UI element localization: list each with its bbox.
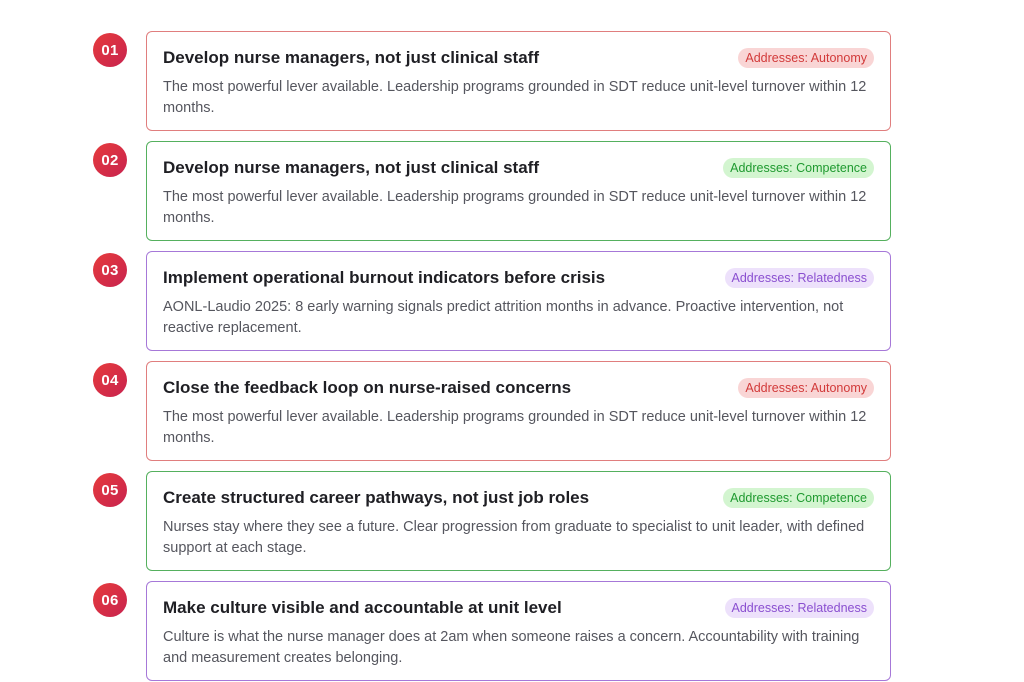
step-number-badge: 05 [93,473,127,507]
recommendation-card: Develop nurse managers, not just clinica… [146,141,891,241]
card-title: Develop nurse managers, not just clinica… [163,48,539,67]
card-description: Culture is what the nurse manager does a… [163,629,860,666]
recommendation-list: 01 Develop nurse managers, not just clin… [90,31,892,682]
card-title: Close the feedback loop on nurse-raised … [163,378,572,397]
category-badge: Addresses: Autonomy [738,48,874,68]
list-item: 01 Develop nurse managers, not just clin… [90,31,892,132]
list-item: 02 Develop nurse managers, not just clin… [90,141,892,242]
step-number-badge: 03 [93,253,127,287]
card-header: Implement operational burnout indicators… [163,266,874,290]
card-description: The most powerful lever available. Leade… [163,79,867,116]
list-item: 05 Create structured career pathways, no… [90,471,892,572]
card-title: Implement operational burnout indicators… [163,268,606,287]
step-number-badge: 01 [93,33,127,67]
card-header: Create structured career pathways, not j… [163,486,874,510]
card-description: The most powerful lever available. Leade… [163,189,867,226]
card-header: Make culture visible and accountable at … [163,596,874,620]
list-item: 03 Implement operational burnout indicat… [90,251,892,352]
step-number-badge: 06 [93,583,127,617]
card-title: Create structured career pathways, not j… [163,488,590,507]
card-header: Develop nurse managers, not just clinica… [163,46,874,70]
step-number-badge: 02 [93,143,127,177]
recommendation-card: Make culture visible and accountable at … [146,581,891,681]
category-badge: Addresses: Relatedness [724,598,874,618]
category-badge: Addresses: Autonomy [738,378,874,398]
recommendation-card: Implement operational burnout indicators… [146,251,891,351]
card-title: Make culture visible and accountable at … [163,598,562,617]
recommendation-card: Create structured career pathways, not j… [146,471,891,571]
card-description: Nurses stay where they see a future. Cle… [163,519,865,556]
category-badge: Addresses: Relatedness [724,268,874,288]
list-item: 04 Close the feedback loop on nurse-rais… [90,361,892,462]
card-header: Develop nurse managers, not just clinica… [163,156,874,180]
card-description: AONL-Laudio 2025: 8 early warning signal… [163,299,844,336]
card-header: Close the feedback loop on nurse-raised … [163,376,874,400]
recommendation-card: Close the feedback loop on nurse-raised … [146,361,891,461]
list-item: 06 Make culture visible and accountable … [90,581,892,682]
step-number-badge: 04 [93,363,127,397]
recommendation-card: Develop nurse managers, not just clinica… [146,31,891,131]
category-badge: Addresses: Competence [723,488,874,508]
card-title: Develop nurse managers, not just clinica… [163,158,539,177]
category-badge: Addresses: Competence [723,158,874,178]
card-description: The most powerful lever available. Leade… [163,409,867,446]
